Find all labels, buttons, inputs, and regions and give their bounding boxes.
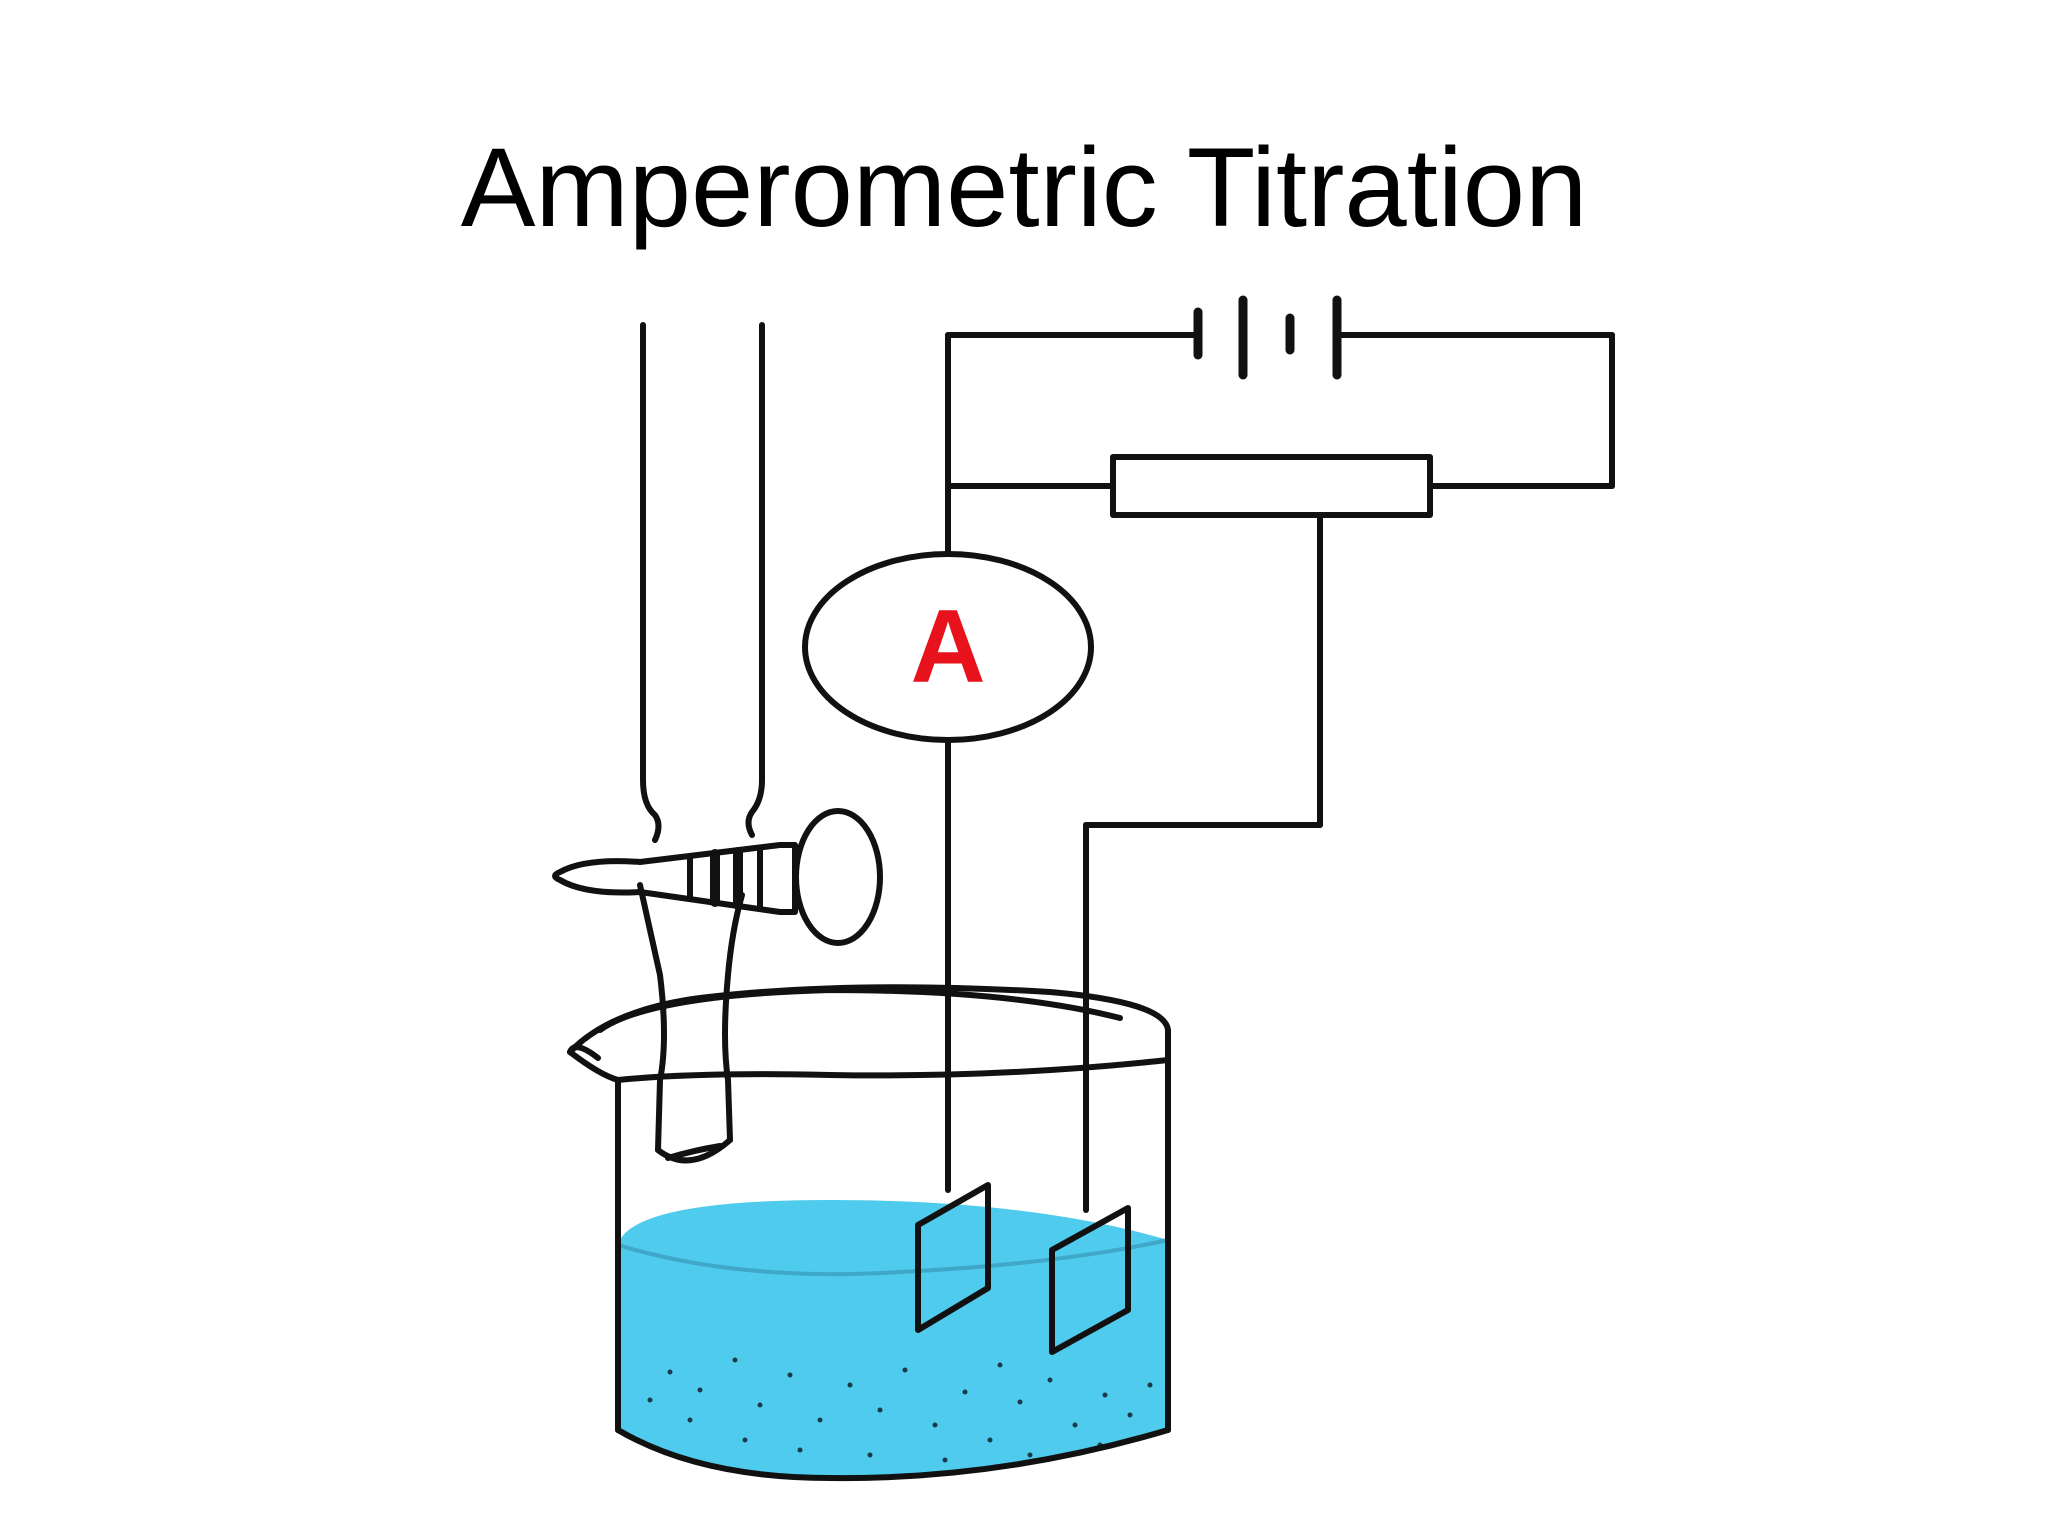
circuit-wires: [945, 332, 1615, 1213]
variable-resistor-icon: [1110, 454, 1433, 518]
ammeter-icon: A: [802, 551, 1094, 743]
beaker-icon: [567, 984, 1171, 1482]
page-title: Amperometric Titration: [460, 125, 1588, 250]
stopcock-icon: [552, 808, 883, 946]
battery-icon: [945, 295, 1615, 489]
electrode-icon: [915, 1182, 1131, 1355]
sediment-dots: [647, 1357, 1153, 1463]
ammeter-label: A: [910, 589, 985, 705]
burette-icon: [637, 322, 765, 1164]
